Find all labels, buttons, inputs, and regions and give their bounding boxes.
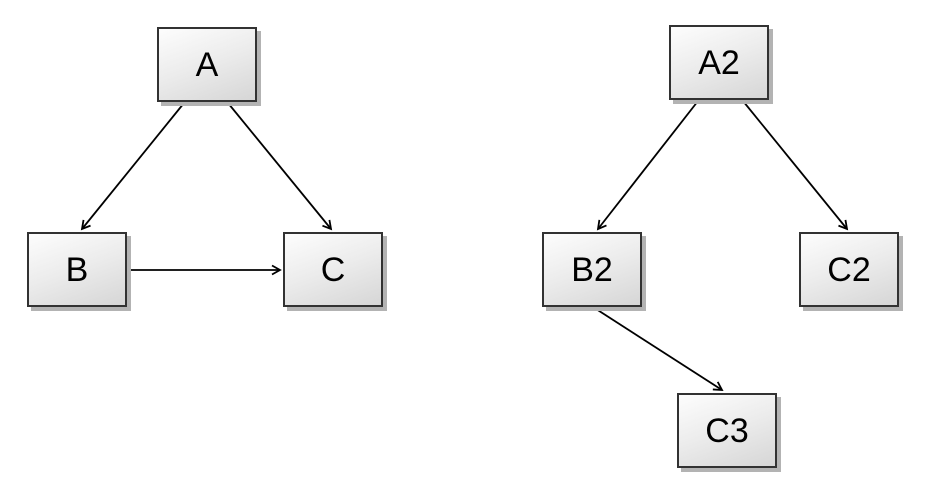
- node-c3-label: C3: [705, 411, 749, 450]
- node-c3[interactable]: C3: [677, 393, 777, 468]
- node-c2-label: C2: [827, 250, 871, 289]
- node-b[interactable]: B: [27, 232, 127, 307]
- node-b2-label: B2: [571, 250, 613, 289]
- node-b2[interactable]: B2: [542, 232, 642, 307]
- edge-b2-c3[interactable]: [592, 306, 724, 391]
- node-c-label: C: [320, 250, 346, 289]
- edge-a2-c2[interactable]: [742, 100, 849, 231]
- node-a[interactable]: A: [157, 27, 257, 102]
- edge-a2-b2[interactable]: [596, 100, 699, 231]
- edge-a-c[interactable]: [227, 102, 333, 231]
- node-b-label: B: [65, 250, 89, 289]
- node-a2-label: A2: [698, 43, 740, 82]
- edge-a-b[interactable]: [80, 102, 185, 231]
- node-a2[interactable]: A2: [669, 25, 769, 100]
- node-c[interactable]: C: [283, 232, 383, 307]
- node-c2[interactable]: C2: [799, 232, 899, 307]
- node-a-label: A: [195, 45, 219, 84]
